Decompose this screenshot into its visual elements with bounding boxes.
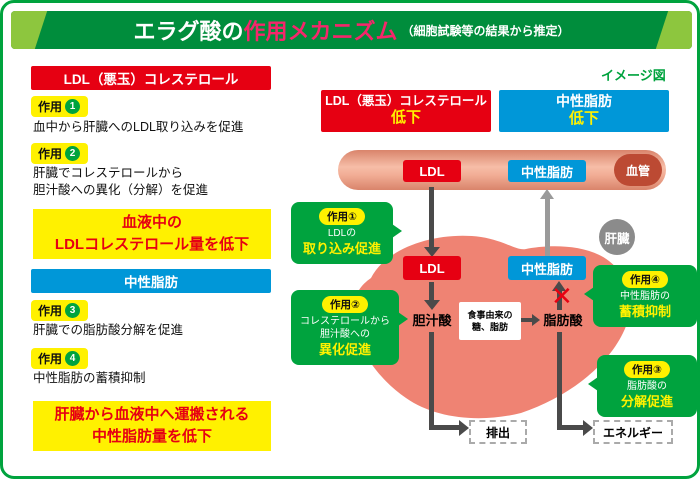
action4-badge-label: 作用 xyxy=(38,352,63,366)
ldl-lowered-status: 低下 xyxy=(390,109,421,127)
bubble-action1-badge: 作用① xyxy=(319,208,365,225)
arrow-fattyacid-to-fat-head xyxy=(552,281,566,291)
bubble-action3-main: 分解促進 xyxy=(620,394,673,409)
action1-badge: 作用 1 xyxy=(31,96,89,117)
action4-badge-number: 4 xyxy=(65,351,81,366)
action2-badge-number: 2 xyxy=(65,146,81,161)
bubble-action4-main: 蓄積抑制 xyxy=(618,304,671,319)
arrow-fattyacid-to-fat-line xyxy=(557,290,562,310)
action1-badge-label: 作用 xyxy=(38,100,63,114)
diet-source-box: 食事由来の 糖、脂肪 xyxy=(459,302,521,340)
bubble-action2-badge: 作用② xyxy=(322,296,368,313)
page-title-main: エラグ酸の xyxy=(133,19,244,44)
header-accent-right xyxy=(654,11,692,49)
vessel-label: 血管 xyxy=(625,163,650,178)
action3-badge-number: 3 xyxy=(65,303,81,318)
arrow-ldl-to-bile-head xyxy=(424,300,440,310)
bubble-action2-main: 異化促進 xyxy=(318,342,371,357)
blood-vessel-cap: 血管 xyxy=(614,154,662,186)
arrow-diet-to-fattyacid-line xyxy=(521,318,533,322)
page-title-accent: 作用メカニズム xyxy=(243,19,398,44)
vessel-fat-box: 中性脂肪 xyxy=(508,160,586,182)
bubble-action3: 作用③ 脂肪酸の 分解促進 xyxy=(588,355,697,417)
bubble-action2-sub: コレステロールから 胆汁酸への xyxy=(300,316,390,340)
action3-text: 肝臓での脂肪酸分解を促進 xyxy=(33,323,184,337)
header-accent-left xyxy=(11,11,49,49)
liver-label-circle: 肝臓 xyxy=(599,219,635,255)
arrow-fat-transport-line xyxy=(545,198,550,256)
bubble-action4-badge: 作用④ xyxy=(622,271,668,288)
liver-fat-box: 中性脂肪 xyxy=(508,256,586,280)
fatty-acid-label: 脂肪酸 xyxy=(543,313,583,328)
arrow-fattyacid-to-energy-hline xyxy=(557,425,585,430)
action2-badge: 作用 2 xyxy=(31,143,89,164)
fat-lowered-title: 中性脂肪 xyxy=(556,92,612,109)
arrow-bile-to-excretion-head xyxy=(459,420,469,436)
bubble-action3-sub: 脂肪酸の xyxy=(627,381,667,392)
bubble-action1-main: 取り込み促進 xyxy=(302,241,381,256)
ldl-section-header: LDL（悪玉）コレステロール xyxy=(31,66,271,90)
liver-ldl-box: LDL xyxy=(403,256,461,280)
vessel-ldl-box: LDL xyxy=(403,160,461,182)
bubble-action1-sub: LDLの xyxy=(327,228,357,239)
action3-badge-label: 作用 xyxy=(38,304,63,318)
excretion-box: 排出 xyxy=(469,420,527,444)
ldl-result-highlight: 血液中の LDLコレステロール量を低下 xyxy=(33,209,271,259)
arrow-fat-transport-head xyxy=(540,189,554,199)
bubble-action2: 作用② コレステロールから 胆汁酸への 異化促進 xyxy=(291,290,408,365)
arrow-ldl-to-bile-line xyxy=(429,282,434,302)
arrow-ldl-uptake-line xyxy=(429,187,434,247)
fat-result-highlight: 肝臓から血液中へ運搬される 中性脂肪量を低下 xyxy=(33,401,271,451)
arrow-bile-to-excretion-hline xyxy=(429,425,461,430)
header-banner: エラグ酸の 作用メカニズム （細胞試験等の結果から推定） xyxy=(11,11,692,49)
inhibit-x-icon: ✕ xyxy=(551,281,573,311)
action4-badge: 作用 4 xyxy=(31,348,89,369)
action2-text: 肝臓でコレステロールから 胆汁酸への異化（分解）を促進 xyxy=(33,166,209,197)
action1-badge-number: 1 xyxy=(65,99,81,114)
arrow-bile-to-excretion-vline xyxy=(429,332,434,430)
blood-vessel: 血管 xyxy=(338,150,666,190)
bubble-action4: 作用④ 中性脂肪の 蓄積抑制 xyxy=(584,265,697,327)
action2-badge-label: 作用 xyxy=(38,147,63,161)
arrow-ldl-uptake-head xyxy=(424,247,440,257)
ldl-lowered-title: LDL（悪玉）コレステロール xyxy=(325,93,487,108)
action1-text: 血中から肝臓へのLDL取り込みを促進 xyxy=(33,120,244,134)
diagram-caption: イメージ図 xyxy=(601,68,666,83)
fat-section-header: 中性脂肪 xyxy=(31,269,271,293)
arrow-diet-to-fattyacid-head xyxy=(532,314,540,326)
fat-lowered-banner: 中性脂肪 低下 xyxy=(499,90,669,132)
page-title-note: （細胞試験等の結果から推定） xyxy=(401,23,570,38)
bubble-action1: 作用① LDLの 取り込み促進 xyxy=(291,202,402,264)
bile-acid-label: 胆汁酸 xyxy=(412,313,452,328)
action3-badge: 作用 3 xyxy=(31,300,89,321)
bubble-action4-sub: 中性脂肪の xyxy=(620,291,670,302)
action4-text: 中性脂肪の蓄積抑制 xyxy=(33,371,146,385)
bubble-action3-badge: 作用③ xyxy=(624,361,670,378)
energy-box: エネルギー xyxy=(593,420,673,444)
arrow-fattyacid-to-energy-head xyxy=(583,420,593,436)
fat-lowered-status: 低下 xyxy=(568,110,599,128)
arrow-fattyacid-to-energy-vline xyxy=(557,332,562,430)
ldl-lowered-banner: LDL（悪玉）コレステロール 低下 xyxy=(321,90,491,132)
